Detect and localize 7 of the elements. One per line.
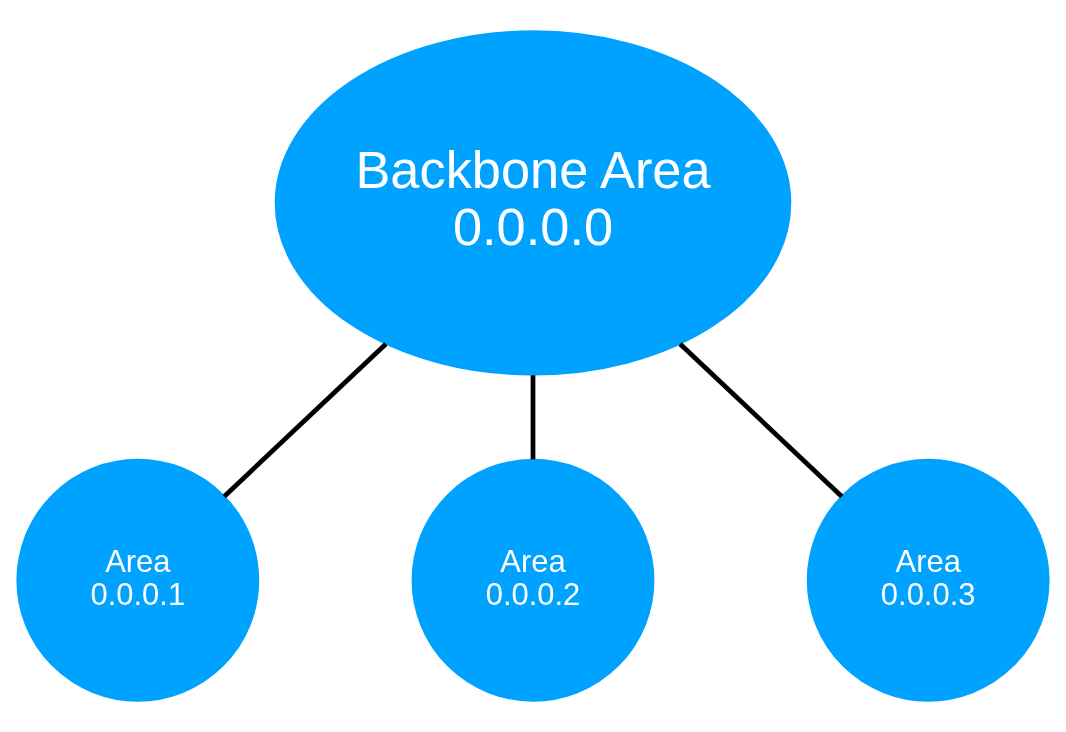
node-circle: Area 0.0.0.2 bbox=[411, 458, 655, 702]
node-ellipse: Backbone Area 0.0.0.0 bbox=[274, 30, 792, 376]
connector bbox=[678, 342, 844, 499]
connector bbox=[222, 342, 388, 499]
node-circle: Area 0.0.0.3 bbox=[806, 458, 1050, 702]
connector bbox=[530, 375, 536, 460]
node-circle: Area 0.0.0.1 bbox=[16, 458, 260, 702]
